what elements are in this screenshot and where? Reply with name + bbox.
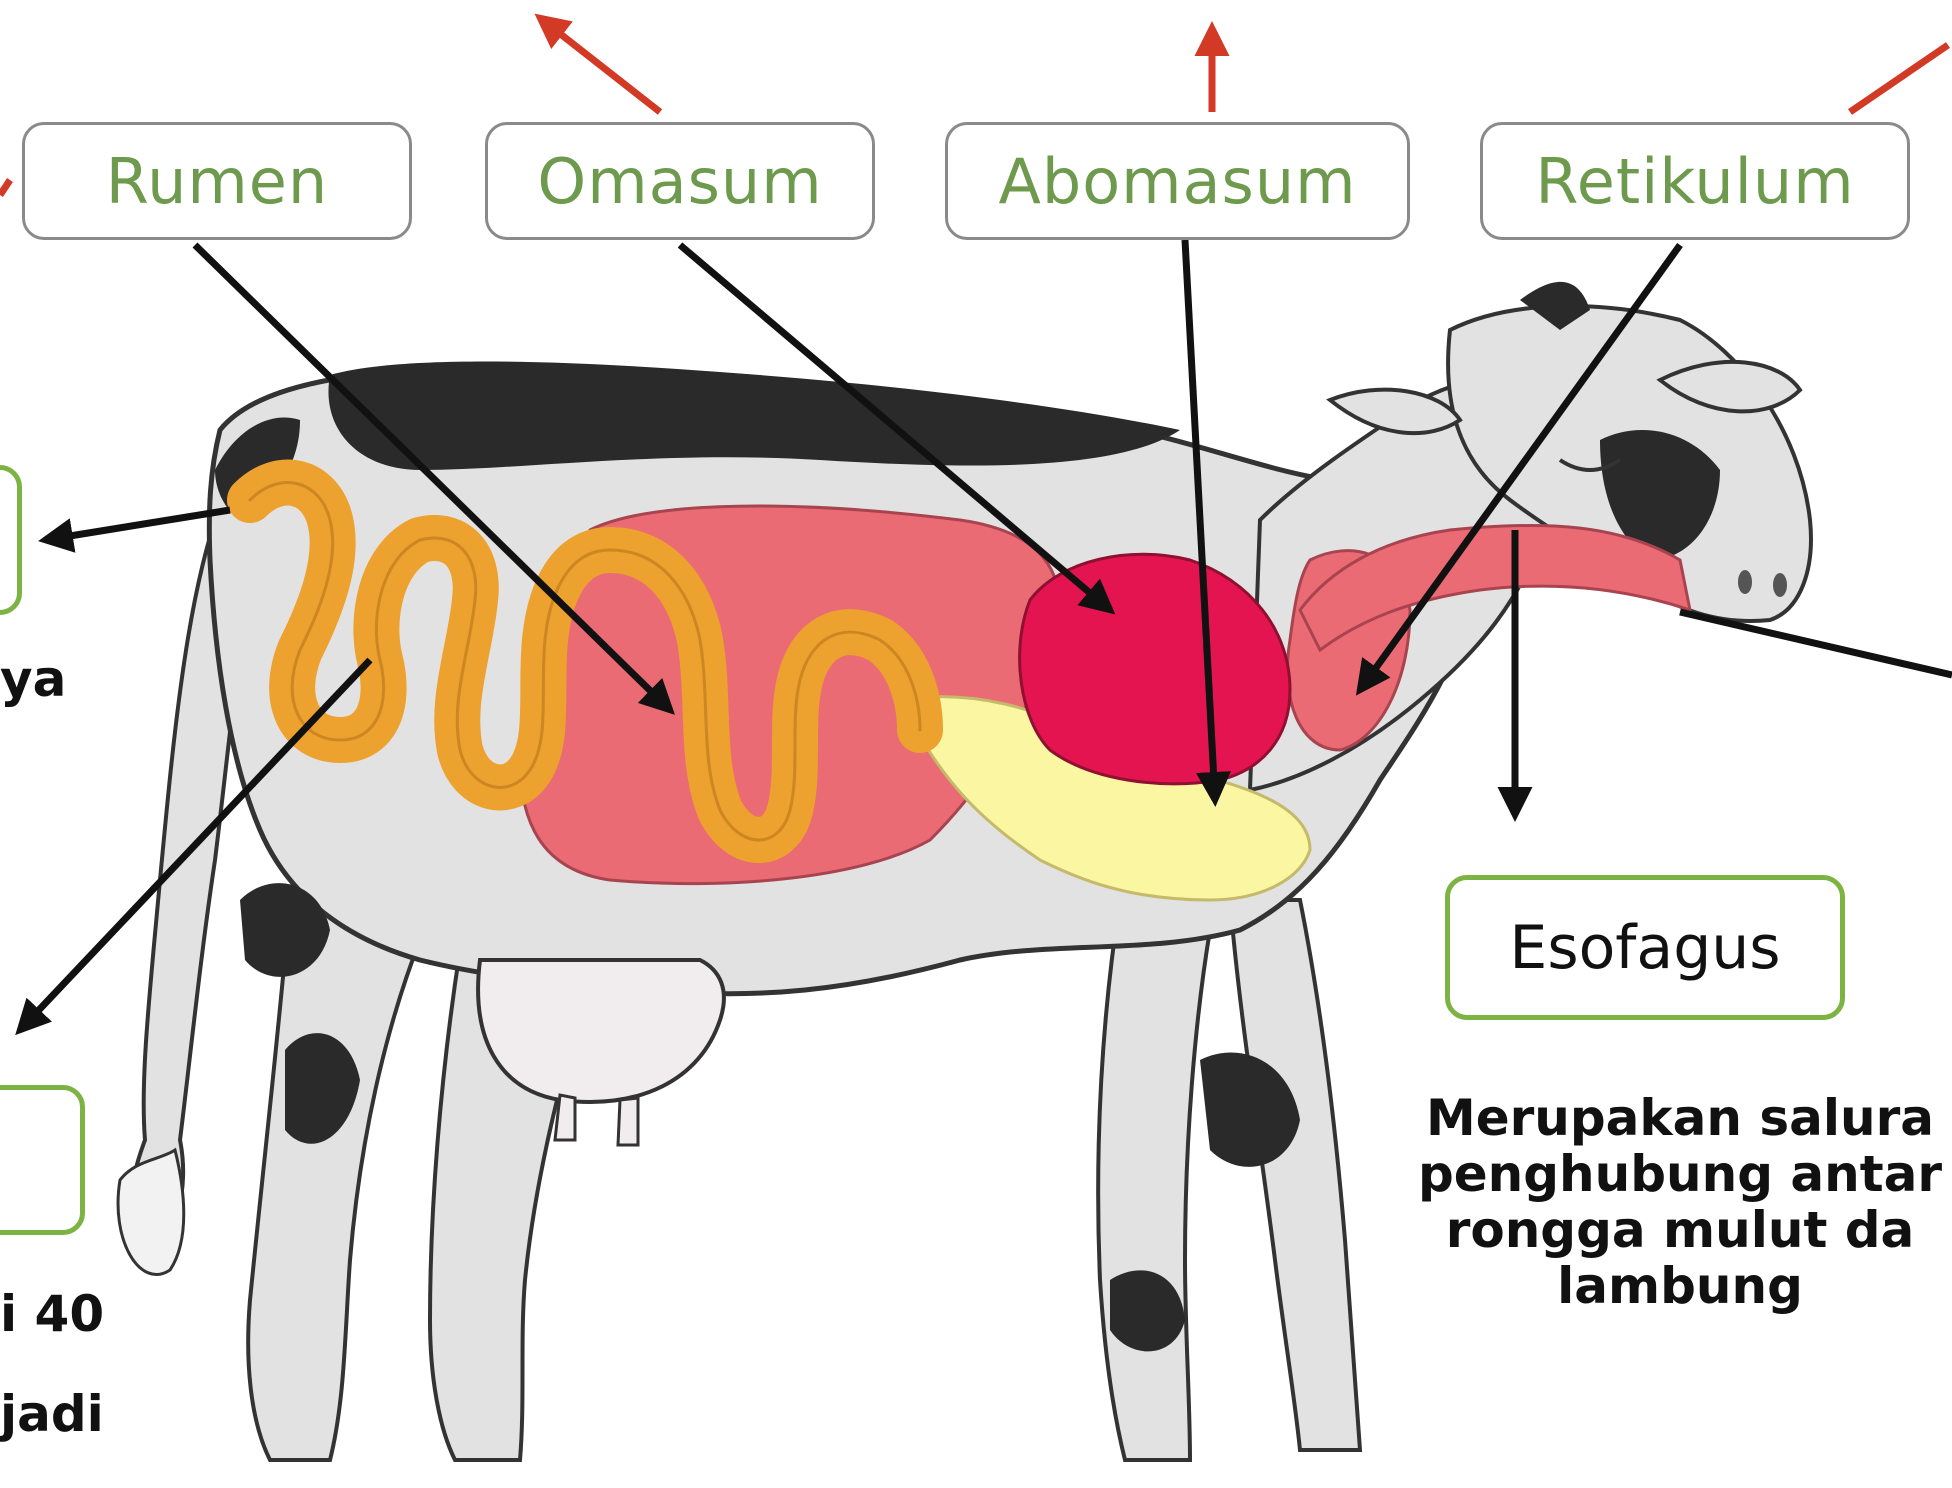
cow-front-leg-left bbox=[1098, 900, 1210, 1460]
left-top-description-fragment: ya bbox=[0, 650, 66, 708]
label-retikulum-text: Retikulum bbox=[1535, 145, 1854, 218]
left-bottom-description-line-1: i 40 bbox=[0, 1285, 104, 1343]
cow-spot-back bbox=[328, 361, 1180, 470]
left-bottom-description-line-2: jadi bbox=[0, 1385, 104, 1443]
label-retikulum: Retikulum bbox=[1480, 122, 1910, 240]
label-abomasum-text: Abomasum bbox=[998, 145, 1356, 218]
cow-teat-2 bbox=[618, 1098, 638, 1145]
cow-tail-tuft bbox=[118, 1150, 184, 1274]
esofagus-description-line-2: penghubung antar bbox=[1390, 1146, 1952, 1202]
label-esofagus: Esofagus bbox=[1445, 875, 1845, 1020]
cow-nostril-1 bbox=[1738, 570, 1752, 594]
label-rumen: Rumen bbox=[22, 122, 412, 240]
esofagus-description: Merupakan salura penghubung antar rongga… bbox=[1390, 1090, 1952, 1314]
label-omasum-text: Omasum bbox=[537, 145, 822, 218]
arrow-mouth bbox=[1680, 612, 1952, 675]
cow-front-leg-right bbox=[1230, 900, 1360, 1450]
cow-udder bbox=[478, 960, 724, 1102]
arrow-red-left bbox=[0, 180, 10, 195]
cow-teat-1 bbox=[555, 1095, 575, 1140]
left-top-label-box bbox=[0, 465, 22, 615]
cow-back-leg-left bbox=[248, 900, 420, 1460]
label-abomasum: Abomasum bbox=[945, 122, 1410, 240]
arrow-red-retikulum bbox=[1850, 45, 1948, 112]
arrow-red-omasum bbox=[540, 18, 660, 112]
esofagus-description-line-4: lambung bbox=[1390, 1258, 1952, 1314]
label-esofagus-text: Esofagus bbox=[1509, 913, 1780, 983]
label-omasum: Omasum bbox=[485, 122, 875, 240]
label-rumen-text: Rumen bbox=[106, 145, 328, 218]
left-bottom-label-box bbox=[0, 1085, 85, 1235]
cow-nostril-2 bbox=[1773, 573, 1787, 597]
arrow-left-top bbox=[45, 510, 230, 540]
esofagus-description-line-1: Merupakan salura bbox=[1390, 1090, 1952, 1146]
esofagus-description-line-3: rongga mulut da bbox=[1390, 1202, 1952, 1258]
